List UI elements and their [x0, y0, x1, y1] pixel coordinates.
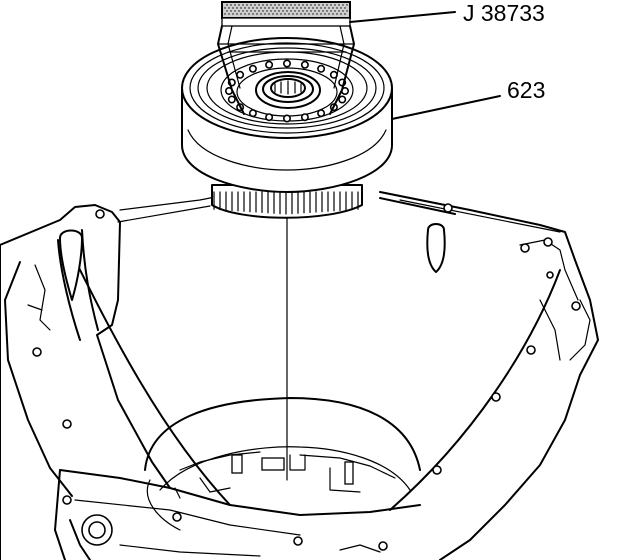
leader-line [349, 11, 456, 23]
stipple-texture [224, 4, 348, 15]
callout-j38733: J 38733 [349, 0, 545, 26]
callout-label-tool: J 38733 [463, 0, 545, 26]
drum-assembly-623 [181, 37, 393, 219]
spline-teeth [213, 191, 359, 215]
leader-line [391, 95, 501, 120]
compressor-tool-j38733 [217, 1, 355, 115]
piston-holes [225, 59, 349, 123]
callout-label-part: 623 [507, 77, 545, 103]
transmission-case [0, 191, 599, 560]
callout-623: 623 [391, 77, 545, 120]
